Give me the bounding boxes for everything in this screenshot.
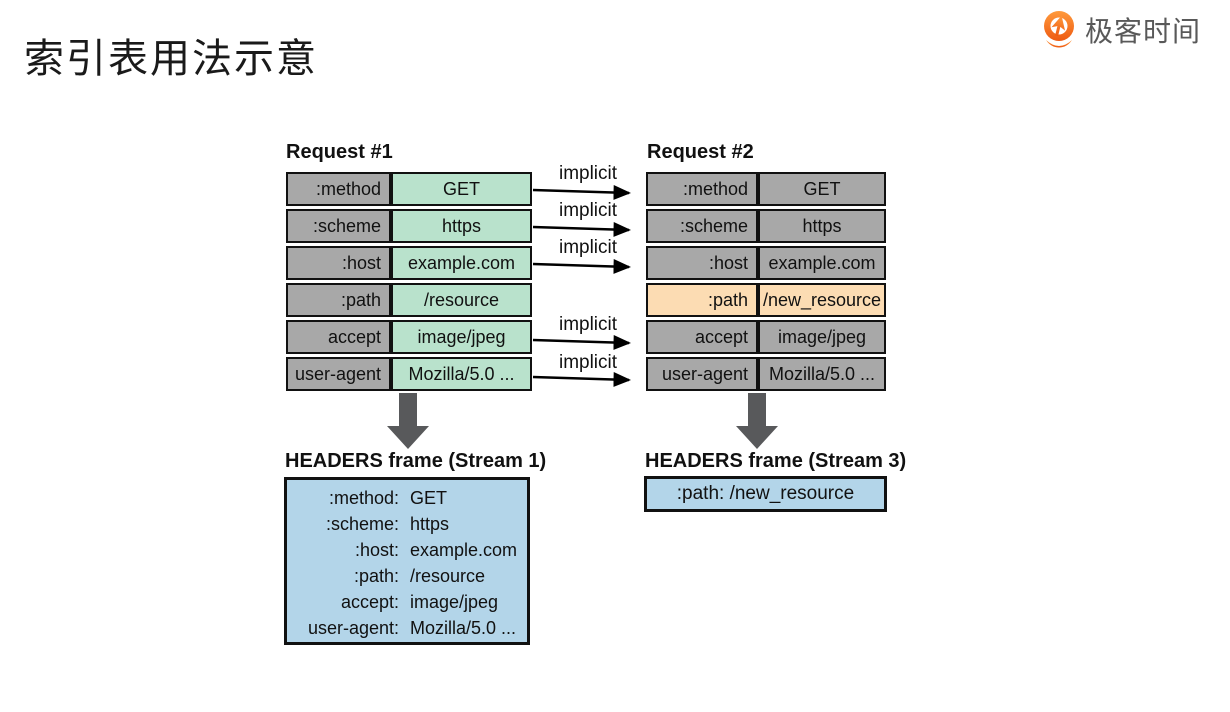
- header-name-cell: accept: [286, 320, 391, 354]
- header-value-cell: https: [758, 209, 886, 243]
- frame-line: user-agent: Mozilla/5.0 ...: [287, 615, 527, 641]
- request2-table: :method GET :scheme https :host example.…: [646, 172, 886, 394]
- header-name-cell: :method: [286, 172, 391, 206]
- header-name-cell: :path: [286, 283, 391, 317]
- frame-line-value: image/jpeg: [410, 592, 499, 612]
- implicit-label: implicit: [558, 237, 618, 258]
- table-row: :scheme https: [286, 209, 532, 243]
- implicit-label: implicit: [558, 200, 618, 221]
- header-name-cell: accept: [646, 320, 758, 354]
- header-value-cell: Mozilla/5.0 ...: [391, 357, 532, 391]
- frame1-label: HEADERS frame (Stream 1): [285, 450, 547, 472]
- frame-line-name: :method:: [328, 488, 399, 508]
- table-row: :method GET: [646, 172, 886, 206]
- table-row: accept image/jpeg: [286, 320, 532, 354]
- frame2-label: HEADERS frame (Stream 3): [645, 450, 907, 472]
- header-value-cell: /new_resource: [758, 283, 886, 317]
- header-value-cell: image/jpeg: [758, 320, 886, 354]
- header-name-cell: :method: [646, 172, 758, 206]
- table-row: :host example.com: [646, 246, 886, 280]
- frame-line: :scheme: https: [287, 511, 527, 537]
- table-row: accept image/jpeg: [646, 320, 886, 354]
- frame-line-value: GET: [410, 488, 448, 508]
- geektime-logo: 极客时间: [1040, 9, 1201, 51]
- implicit-label: implicit: [558, 314, 618, 335]
- implicit-arrow-host: [532, 259, 631, 275]
- frame-line-value: https: [410, 514, 450, 534]
- request1-table: :method GET :scheme https :host example.…: [286, 172, 532, 394]
- request1-label: Request #1: [286, 141, 393, 163]
- table-row: :scheme https: [646, 209, 886, 243]
- header-value-cell: example.com: [391, 246, 532, 280]
- frame-line-value: /resource: [410, 566, 486, 586]
- header-value-cell: example.com: [758, 246, 886, 280]
- frame-line-name: accept:: [340, 592, 399, 612]
- header-value-cell: https: [391, 209, 532, 243]
- header-value-cell: image/jpeg: [391, 320, 532, 354]
- frame-line-value: Mozilla/5.0 ...: [410, 618, 517, 638]
- table-row: user-agent Mozilla/5.0 ...: [646, 357, 886, 391]
- down-arrow-stream1: [387, 393, 429, 449]
- frame-line: :path: /resource: [287, 563, 527, 589]
- header-name-cell: :scheme: [646, 209, 758, 243]
- frame-line: :host: example.com: [287, 537, 527, 563]
- implicit-label: implicit: [558, 163, 618, 184]
- table-row: :host example.com: [286, 246, 532, 280]
- header-value-cell: /resource: [391, 283, 532, 317]
- down-arrow-stream3: [736, 393, 778, 449]
- table-row: :path /resource: [286, 283, 532, 317]
- request2-label: Request #2: [647, 141, 754, 163]
- table-row: :method GET: [286, 172, 532, 206]
- frame-line-name: :host:: [354, 540, 399, 560]
- header-value-cell: Mozilla/5.0 ...: [758, 357, 886, 391]
- frame-line-name: :path:: [353, 566, 399, 586]
- header-value-cell: GET: [391, 172, 532, 206]
- headers-frame-stream3: :path: /new_resource: [644, 476, 887, 512]
- geektime-pin-icon: [1044, 11, 1074, 48]
- page-title: 索引表用法示意: [24, 37, 318, 81]
- header-name-cell: :host: [286, 246, 391, 280]
- frame-line-name: user-agent:: [307, 618, 399, 638]
- header-name-cell: user-agent: [286, 357, 391, 391]
- geektime-logo-text: 极客时间: [1085, 16, 1202, 47]
- table-row-highlighted-path: :path /new_resource: [646, 283, 886, 317]
- header-name-cell: :scheme: [286, 209, 391, 243]
- header-name-cell: user-agent: [646, 357, 758, 391]
- frame-line: :method: GET: [287, 485, 527, 511]
- implicit-arrow-scheme: [532, 222, 631, 238]
- implicit-arrow-useragent: [532, 372, 631, 388]
- header-name-cell: :path: [646, 283, 758, 317]
- header-value-cell: GET: [758, 172, 886, 206]
- table-row: user-agent Mozilla/5.0 ...: [286, 357, 532, 391]
- frame-line-value: example.com: [410, 540, 518, 560]
- headers-frame-stream1: :method: GET :scheme: https :host: examp…: [284, 477, 530, 645]
- implicit-label: implicit: [558, 352, 618, 373]
- header-name-cell: :host: [646, 246, 758, 280]
- frame-line: accept: image/jpeg: [287, 589, 527, 615]
- implicit-arrow-accept: [532, 335, 631, 351]
- frame-line-name: :scheme:: [325, 514, 399, 534]
- implicit-arrow-method: [532, 185, 631, 201]
